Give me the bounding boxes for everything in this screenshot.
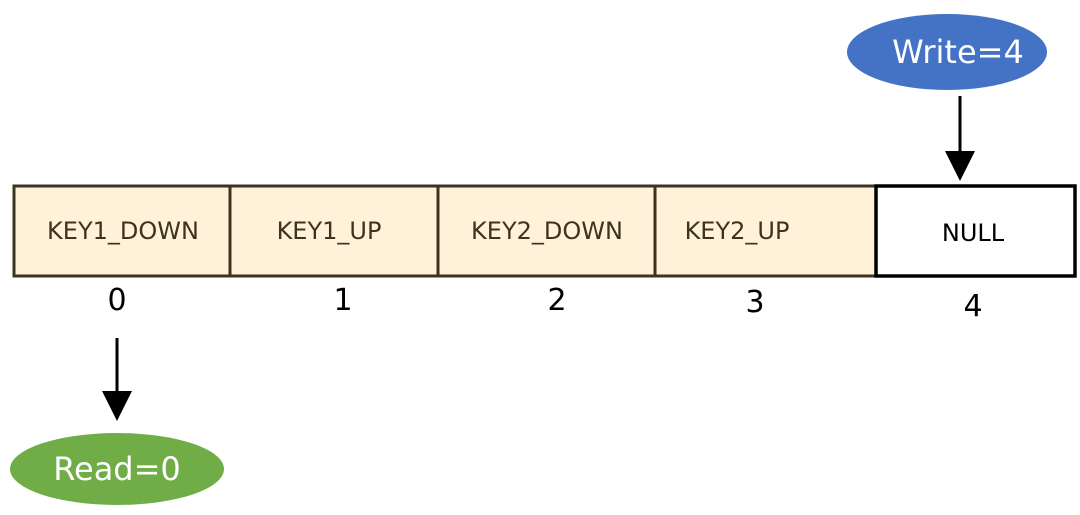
buffer-cells: KEY1_DOWN 0 KEY1_UP 1 KEY2_DOWN 2 KEY2_U… [12,184,1077,324]
cell-index: 3 [745,285,764,320]
write-pointer: Write=4 [847,14,1047,181]
cell-label: KEY2_DOWN [471,217,623,245]
buffer-cell-4: NULL 4 [874,184,1077,324]
cell-label: KEY2_UP [685,217,790,245]
read-pointer-ellipse [10,433,224,505]
write-pointer-label: Write=4 [892,33,1024,71]
cell-label: NULL [942,219,1005,247]
buffer-cell-1: KEY1_UP 1 [228,184,440,318]
cell-index: 1 [333,283,352,318]
buffer-cell-2: KEY2_DOWN 2 [436,184,657,318]
read-pointer: Read=0 [10,338,224,505]
write-pointer-ellipse [847,14,1047,90]
cell-label: KEY1_DOWN [47,217,199,245]
buffer-cell-3: KEY2_UP 3 [653,184,878,320]
cell-index: 0 [107,283,126,318]
read-pointer-label: Read=0 [53,450,181,488]
buffer-cell-0: KEY1_DOWN 0 [12,184,232,318]
cell-label: KEY1_UP [277,217,382,245]
cell-index: 4 [963,289,982,324]
cell-index: 2 [547,283,566,318]
